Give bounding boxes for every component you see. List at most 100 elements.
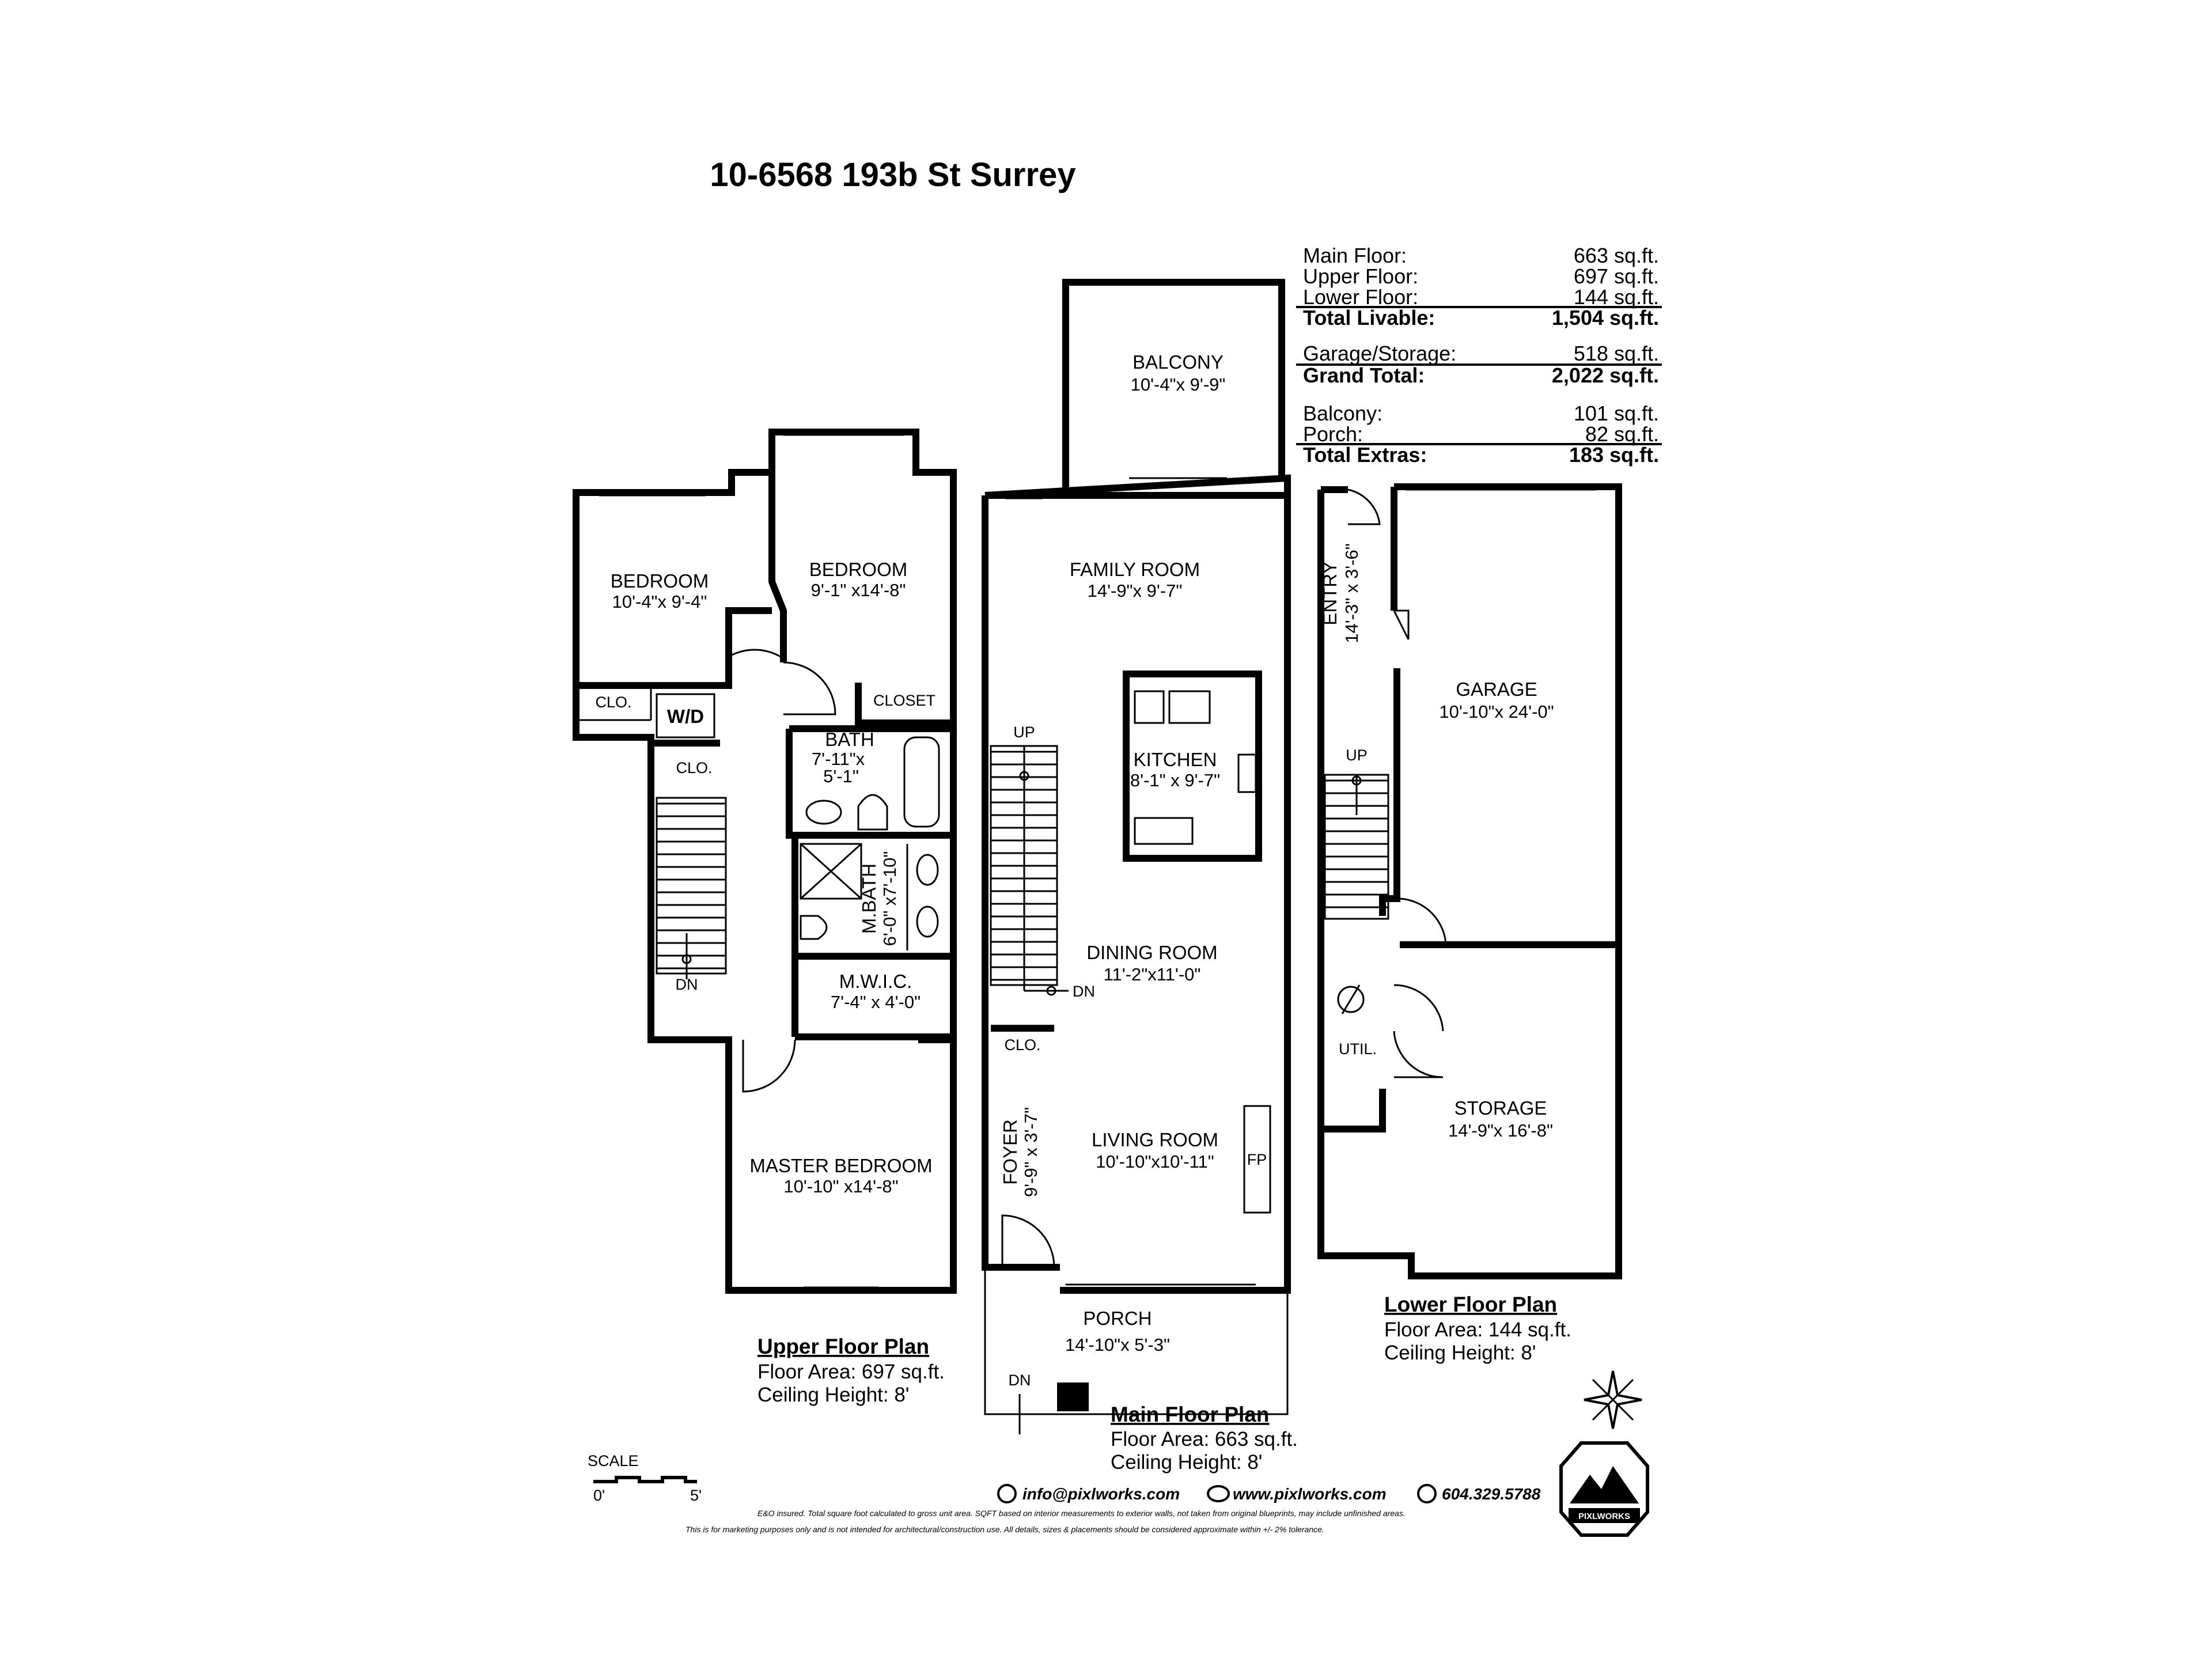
lower-floor-plan: ENTRY 14'-3" x 3'-6" GARAGE 10'-10"x 24'… xyxy=(1317,483,1622,1364)
total-extras-label: Total Extras: xyxy=(1303,443,1427,467)
balcony-area-label: Balcony: xyxy=(1303,402,1382,425)
entry-dims: 14'-3" x 3'-6" xyxy=(1342,543,1362,643)
bath-name: BATH xyxy=(825,729,874,750)
scale-end: 5' xyxy=(690,1487,702,1504)
master-toilet xyxy=(800,915,828,940)
main-ceiling: Ceiling Height: 8' xyxy=(1111,1451,1263,1474)
main-floor-area: Floor Area: 663 sq.ft. xyxy=(1111,1428,1298,1450)
main-stairs xyxy=(990,745,1069,996)
kitchen-wall xyxy=(1123,671,1262,862)
disclaimer-line1: E&O insured. Total square foot calculate… xyxy=(757,1509,1406,1518)
upper-plan-label: Upper Floor Plan xyxy=(757,1335,929,1358)
bath-wall xyxy=(786,729,953,1037)
fireplace-label: FP xyxy=(1247,1151,1267,1168)
pixlworks-logo: PIXLWORKS xyxy=(1559,1441,1649,1537)
scale-label: SCALE xyxy=(588,1452,639,1469)
cooktop xyxy=(1237,753,1257,793)
wd-box xyxy=(656,693,715,738)
upper-ceiling: Ceiling Height: 8' xyxy=(757,1384,910,1406)
total-extras-value: 183 sq.ft. xyxy=(1569,443,1659,467)
upper-floor-plan: BEDROOM 10'-4"x 9'-4" BEDROOM 9'-1" x14'… xyxy=(573,429,957,1406)
main-window xyxy=(1005,477,1256,1286)
upper-stairs xyxy=(656,797,727,979)
lower-ceiling: Ceiling Height: 8' xyxy=(1384,1342,1536,1364)
master-bedroom-dims: 10'-10" x14'-8" xyxy=(783,1176,898,1196)
main-plan-label: Main Floor Plan xyxy=(1111,1403,1269,1426)
phone-link[interactable]: 604.329.5788 xyxy=(1442,1485,1541,1503)
master-bedroom-name: MASTER BEDROOM xyxy=(749,1155,932,1176)
util-label: UTIL. xyxy=(1339,1040,1377,1058)
bedroom2-wall xyxy=(768,472,787,662)
entry-door xyxy=(1347,488,1381,525)
master-sink xyxy=(916,906,939,938)
main-stairs-dn: DN xyxy=(1073,983,1095,1000)
master-bath-dims: 6'-0" x7'-10" xyxy=(880,851,900,946)
garage-storage-label: Garage/Storage: xyxy=(1303,342,1456,365)
bedroom2-name: BEDROOM xyxy=(809,559,908,580)
porch-dims: 14'-10"x 5'-3" xyxy=(1065,1335,1170,1355)
lower-stairs xyxy=(1324,774,1389,920)
bedroom1-dims: 10'-4"x 9'-4" xyxy=(612,592,707,612)
phone-icon xyxy=(1417,1484,1437,1503)
porch-name: PORCH xyxy=(1083,1308,1152,1329)
foyer-door xyxy=(1001,1214,1055,1268)
entry-name: ENTRY xyxy=(1319,561,1340,625)
storage-door xyxy=(1399,897,1447,946)
balcony-wall xyxy=(1062,279,1285,495)
grand-total-label: Grand Total: xyxy=(1303,363,1425,387)
island xyxy=(1134,817,1194,845)
foyer-name: FOYER xyxy=(999,1119,1021,1185)
lower-floor-label: Lower Floor: xyxy=(1303,285,1418,309)
hall-door xyxy=(728,649,781,658)
area-table: Main Floor: 663 sq.ft. Upper Floor: 697 … xyxy=(1296,244,1662,467)
page-title: 10-6568 193b St Surrey xyxy=(710,156,1075,194)
water-heater xyxy=(1337,986,1365,1013)
garage-storage-value: 518 sq.ft. xyxy=(1574,342,1659,365)
living-room-name: LIVING ROOM xyxy=(1092,1129,1218,1150)
shower-x xyxy=(800,843,862,900)
dining-room-dims: 11'-2"x11'-0" xyxy=(1104,964,1201,984)
garage-name: GARAGE xyxy=(1456,679,1537,700)
total-livable-value: 1,504 sq.ft. xyxy=(1552,306,1659,329)
lower-plan-label: Lower Floor Plan xyxy=(1384,1293,1557,1316)
living-room-dims: 10'-10"x10'-11" xyxy=(1096,1152,1214,1172)
bedroom2-closet-wall xyxy=(789,683,953,732)
scale-bar: SCALE 0' 5' xyxy=(588,1452,702,1504)
porch-post xyxy=(1057,1382,1089,1411)
foyer-dims: 9'-9" x 3'-7" xyxy=(1021,1107,1041,1197)
grand-total-value: 2,022 sq.ft. xyxy=(1552,363,1659,387)
bedroom1-closet xyxy=(576,685,652,721)
master-bath-name: M.BATH xyxy=(858,863,880,934)
email-link[interactable]: info@pixlworks.com xyxy=(1022,1485,1180,1503)
logo-text: PIXLWORKS xyxy=(1578,1512,1630,1521)
clo2-label: CLO. xyxy=(676,759,712,777)
upper-window xyxy=(599,434,904,1289)
util-door xyxy=(1393,984,1444,1078)
kitchen-sink xyxy=(1168,690,1211,724)
lower-floor-area: Floor Area: 144 sq.ft. xyxy=(1384,1319,1571,1341)
bath-toilet xyxy=(857,794,888,831)
total-livable-label: Total Livable: xyxy=(1303,306,1435,329)
porch-area-label: Porch: xyxy=(1303,422,1363,446)
kitchen-dims: 8'-1" x 9'-7" xyxy=(1130,770,1220,790)
main-floor-plan: BALCONY 10'-4"x 9'-9" FAMILY ROOM 14'-9"… xyxy=(982,279,1298,1474)
scale-start: 0' xyxy=(593,1487,605,1504)
garage-dims: 10'-10"x 24'-0" xyxy=(1439,702,1554,722)
garage-door-swing xyxy=(1392,609,1410,640)
storage-dims: 14'-9"x 16'-8" xyxy=(1448,1120,1553,1141)
master-sink xyxy=(916,854,939,886)
water-heater xyxy=(1341,984,1361,1014)
upper-stairs-dn: DN xyxy=(676,976,698,993)
lower-floor-value: 144 sq.ft. xyxy=(1574,285,1659,309)
mwic-dims: 7'-4" x 4'-0" xyxy=(831,992,921,1012)
closet-label: CLOSET xyxy=(873,692,935,709)
dining-room-name: DINING ROOM xyxy=(1086,942,1217,963)
web-link[interactable]: www.pixlworks.com xyxy=(1233,1485,1387,1503)
upper-floor-area: Floor Area: 697 sq.ft. xyxy=(757,1361,945,1383)
porch-dn: DN xyxy=(1009,1372,1031,1389)
balcony-name: BALCONY xyxy=(1132,351,1224,373)
family-room-dims: 14'-9"x 9'-7" xyxy=(1088,581,1183,601)
kitchen-name: KITCHEN xyxy=(1134,749,1217,770)
wd-label: W/D xyxy=(667,706,704,727)
